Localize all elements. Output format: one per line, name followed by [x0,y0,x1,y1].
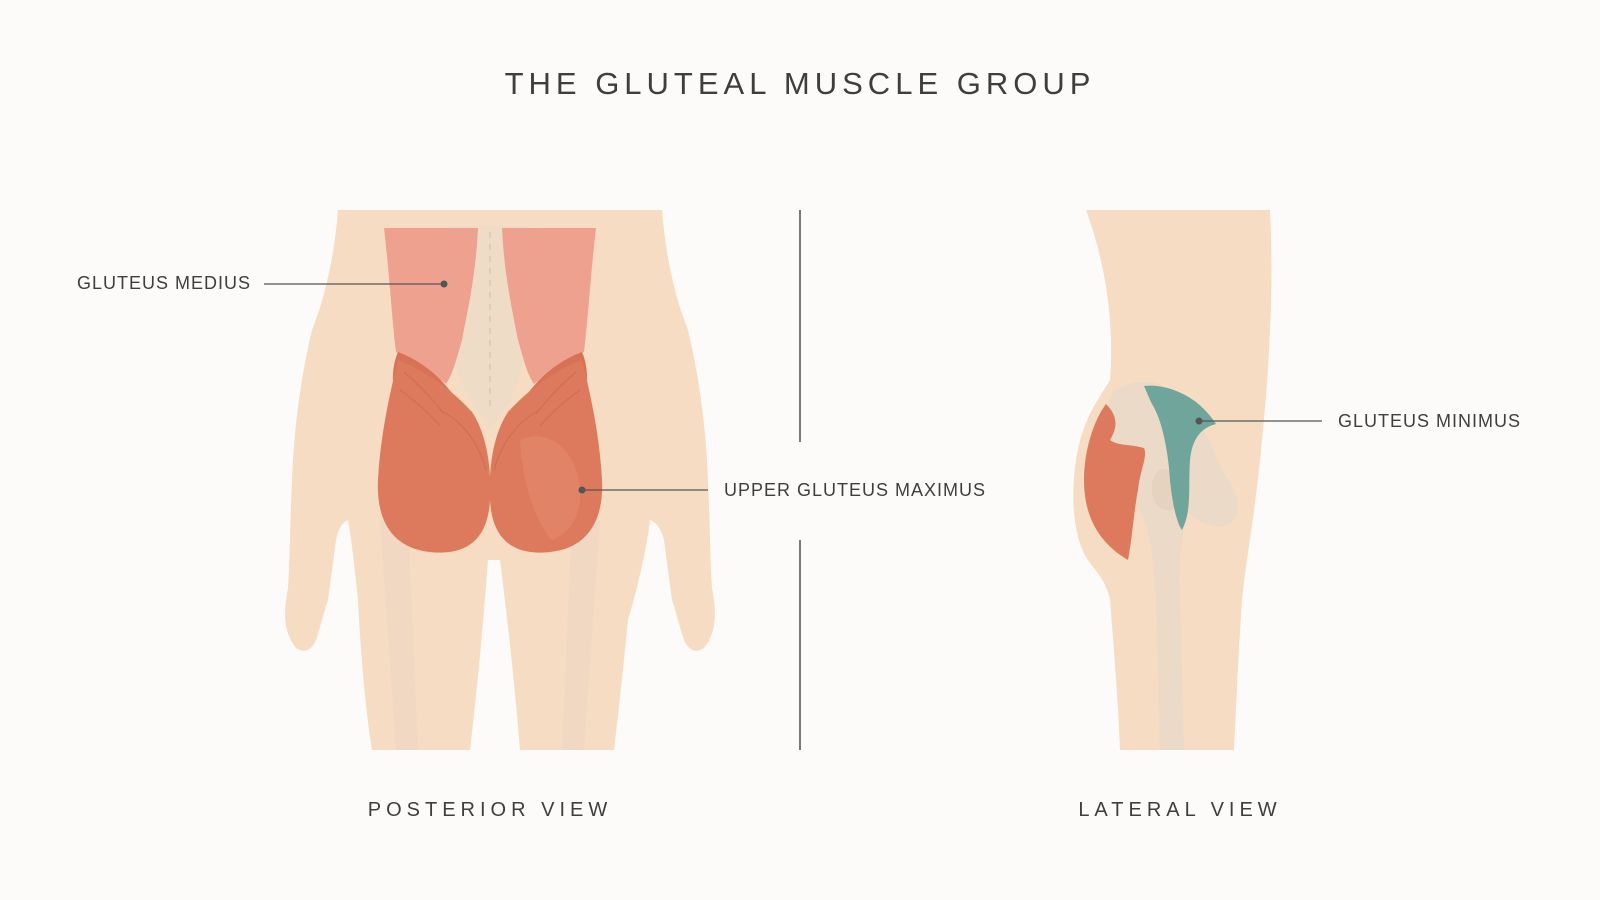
label-gluteus-medius: GLUTEUS MEDIUS [77,273,252,293]
lateral-gluteus-maximus [1084,404,1146,560]
muscle-fibre-lines [399,371,581,471]
caption-posterior-view: POSTERIOR VIEW [367,799,613,821]
posterior-figure [285,210,715,750]
medius-leader-dot [440,280,448,288]
gluteus-maximus-left [377,360,491,553]
caption-lateral-view: LATERAL VIEW [1078,799,1282,821]
label-upper-gluteus-maximus: UPPER GLUTEUS MAXIMUS [724,480,987,500]
left-femur [380,520,418,750]
gluteus-maximus-right-highlight [520,436,581,540]
gluteus-medius-left [384,228,478,384]
lateral-figure [1073,210,1272,750]
right-femur [562,520,600,750]
posterior-leader-lines [264,283,708,491]
minimus-leader-dot [1195,417,1203,425]
gluteus-medius-right [502,228,596,384]
label-gluteus-minimus: GLUTEUS MINIMUS [1338,411,1522,431]
maximus-leader-dot [578,486,586,494]
diagram-title: THE GLUTEAL MUSCLE GROUP [504,66,1096,101]
